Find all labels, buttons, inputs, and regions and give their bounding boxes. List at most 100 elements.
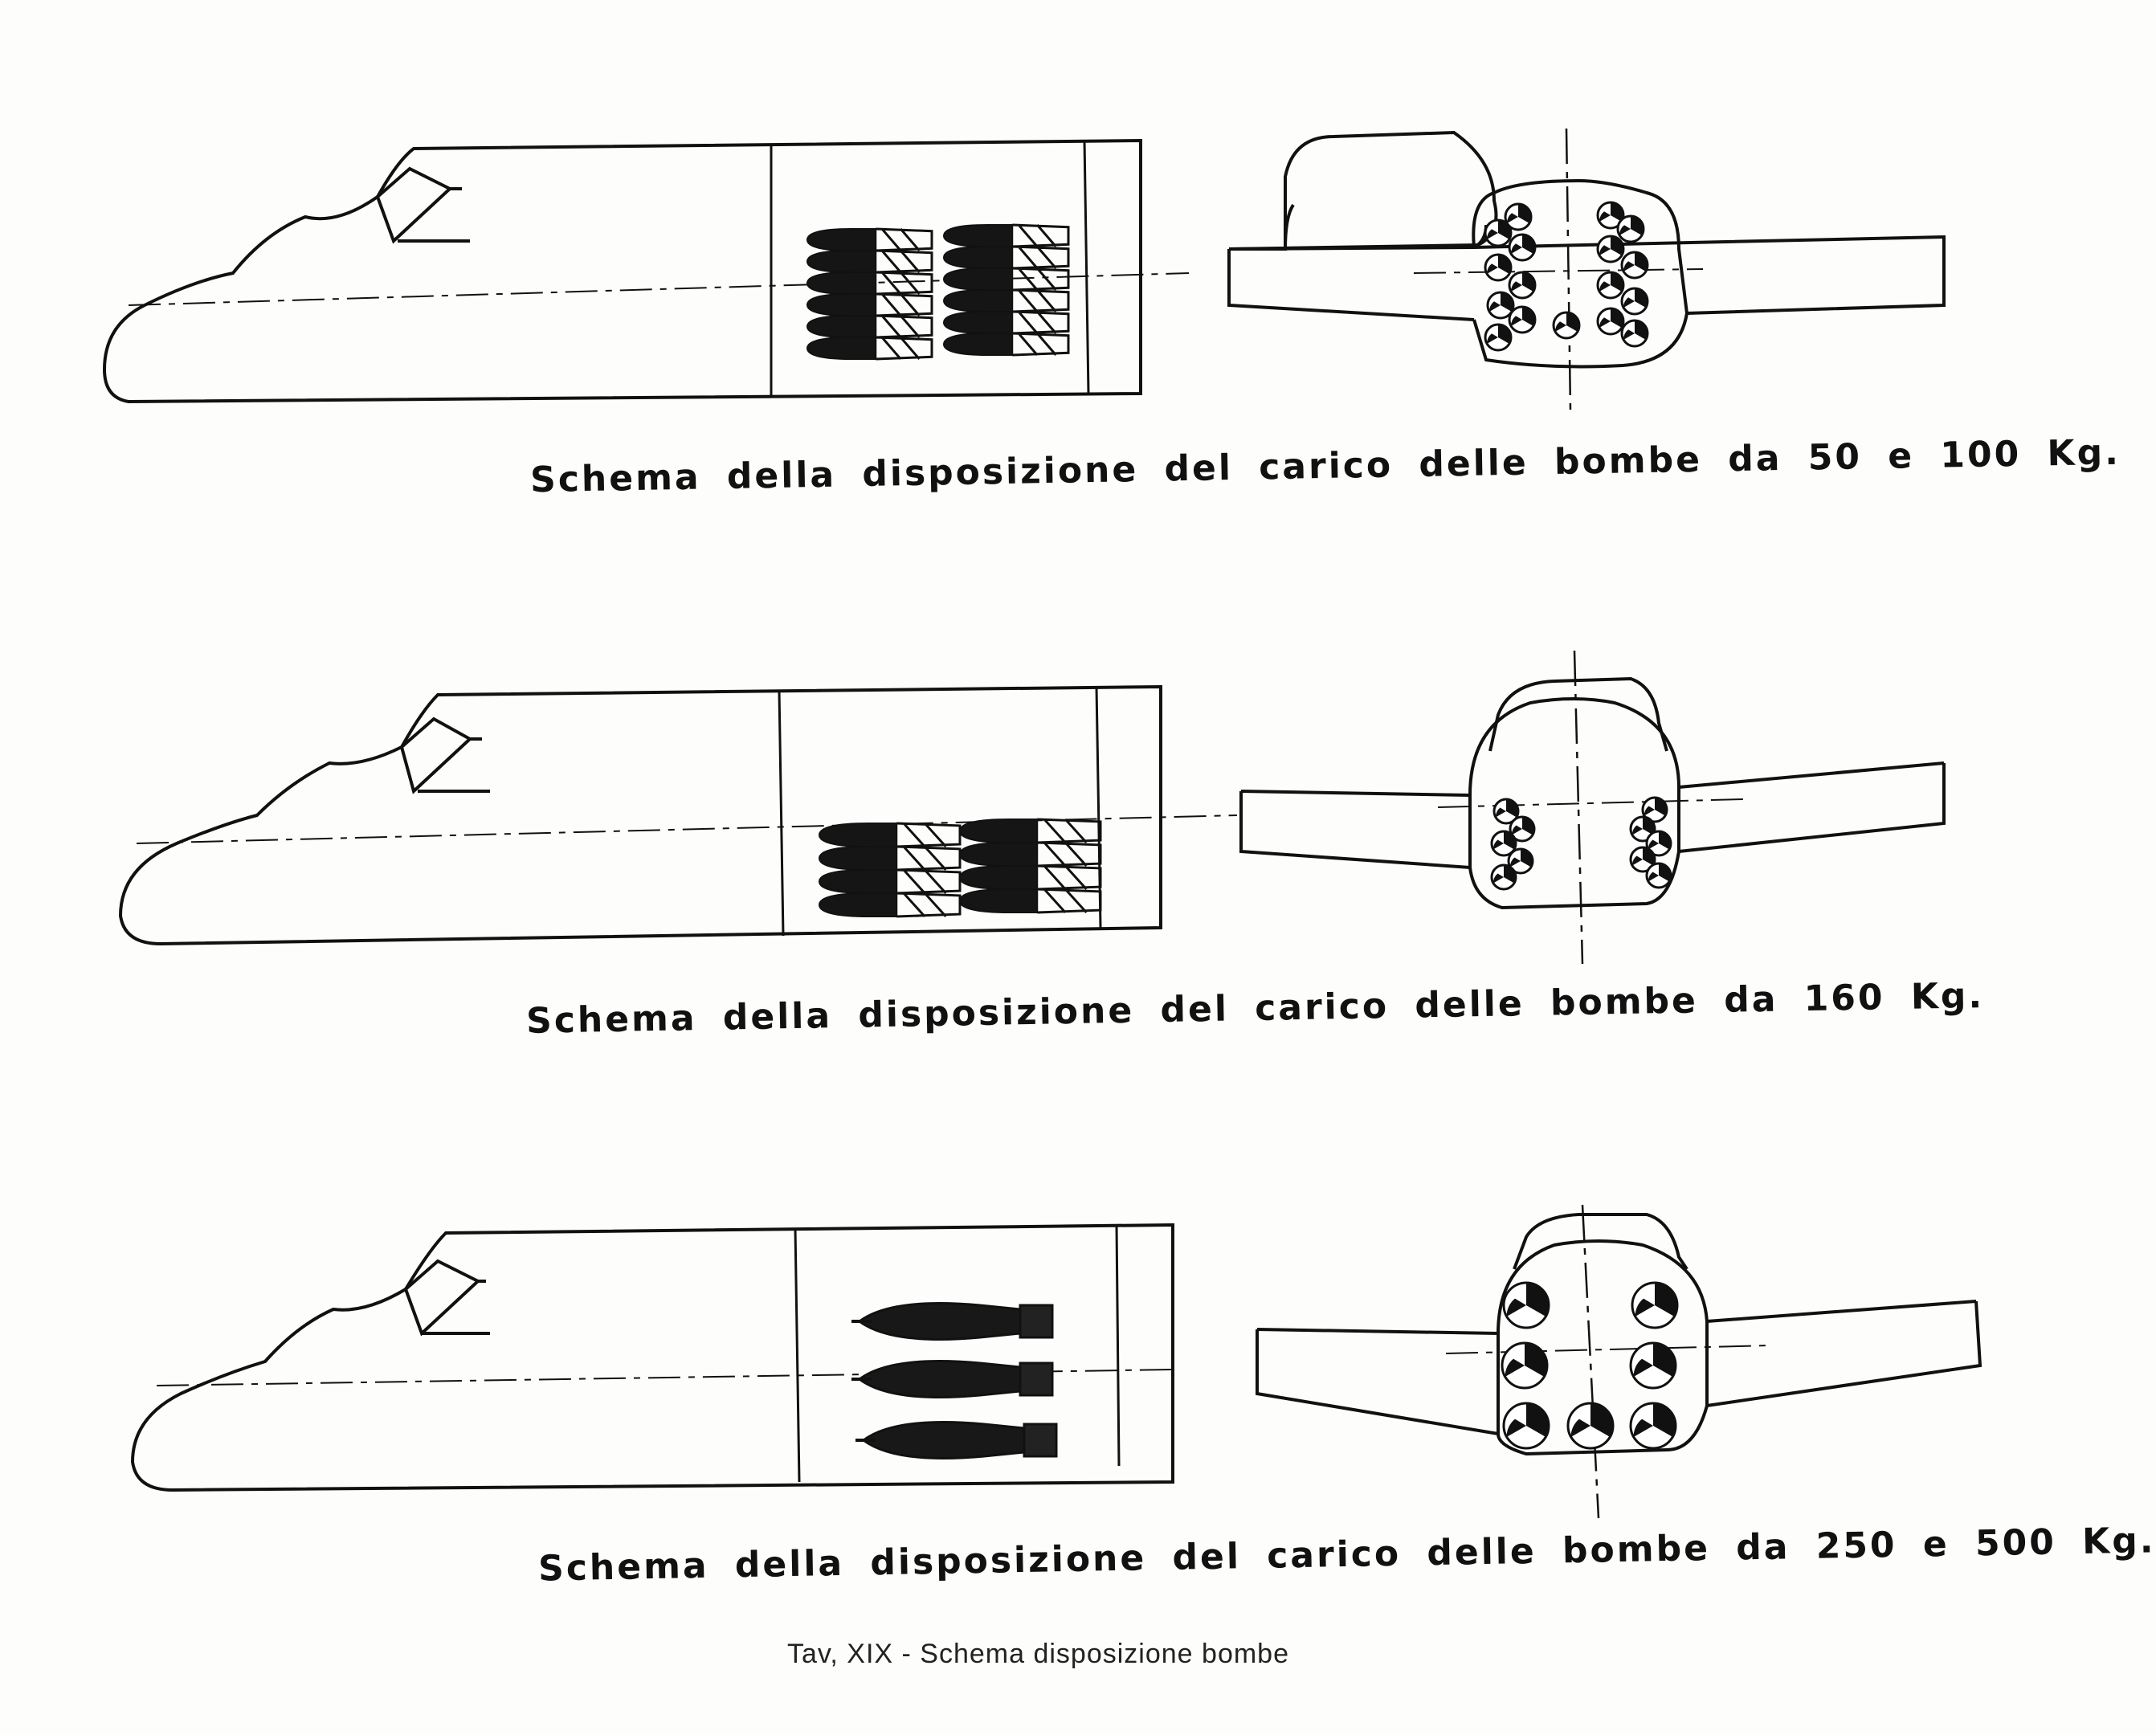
bomb-section-fill <box>1555 312 1580 332</box>
bomb-body <box>818 892 898 917</box>
bomb-body <box>942 289 1014 312</box>
bomb-tail <box>1019 1361 1054 1397</box>
bomb-section-fill <box>1599 308 1624 328</box>
bomb-section-fill <box>1599 235 1624 255</box>
schematic-250-500kg <box>130 1204 1982 1519</box>
bomb-stack-left <box>818 822 962 918</box>
bomb-section-fill <box>1623 251 1648 271</box>
bomb-section-fill <box>1633 1342 1676 1377</box>
bomb-fins <box>876 292 933 317</box>
bomb-section-fill <box>1570 1402 1614 1437</box>
bomb-section-fill <box>1511 271 1536 292</box>
bomb-body <box>806 271 877 295</box>
bomb-section-fill <box>1648 831 1672 850</box>
bomb-section-fill <box>1631 847 1656 866</box>
bomb-section-fill <box>1492 864 1517 884</box>
bomb-section-fill <box>1511 816 1535 835</box>
bomb-tail <box>1023 1423 1058 1458</box>
schematic-50-100kg <box>102 128 1946 410</box>
bomb-body <box>958 888 1039 913</box>
bomb-body <box>806 228 877 251</box>
fuselage-side-view <box>102 138 1190 404</box>
bomb-fins <box>1012 267 1070 292</box>
bomb-section-fill <box>1487 254 1512 274</box>
bomb-body <box>818 823 898 847</box>
bomb-stack-right <box>942 223 1070 357</box>
bomb-fins <box>896 868 962 895</box>
bomb-body <box>818 846 898 871</box>
bomb-body <box>806 250 877 273</box>
bomb-section-fill <box>1487 324 1512 344</box>
bomb-fins <box>1012 332 1070 357</box>
bomb-fins <box>1012 288 1070 313</box>
bomb-section-fill <box>1635 1282 1678 1317</box>
bomb-section-fill <box>1487 219 1512 239</box>
bomb-fins <box>896 892 962 918</box>
bomb-body <box>857 1360 1022 1398</box>
bomb-stack-right <box>958 818 1102 914</box>
bomb-fins <box>896 845 962 872</box>
bomb-section-fill <box>1599 271 1624 292</box>
bomb-body <box>818 869 898 894</box>
bomb-body <box>942 333 1014 356</box>
bomb-section-fill <box>1506 1402 1550 1437</box>
bomb-body <box>958 842 1039 867</box>
bomb-cross-sections <box>1484 201 1649 352</box>
plate-title: Tav, XIX - Schema disposizione bombe <box>787 1639 1289 1669</box>
bomb-section-fill <box>1631 816 1656 835</box>
bomb-fins <box>876 314 933 339</box>
bomb-cross-sections <box>1501 1281 1679 1450</box>
bomb-section-fill <box>1644 797 1668 816</box>
bomb-fins <box>876 336 933 361</box>
bomb-fins <box>876 249 933 274</box>
bomb-cross-sections <box>1490 796 1672 891</box>
fuselage-side-view <box>118 684 1238 946</box>
bomb-section-fill <box>1509 848 1533 868</box>
bomb-fins <box>1037 864 1102 891</box>
front-view <box>1239 650 1946 965</box>
bomb-section-fill <box>1492 831 1517 850</box>
bomb-tail <box>1019 1304 1054 1339</box>
bomb-section-fill <box>1489 292 1514 312</box>
bomb-section-fill <box>1511 306 1536 326</box>
bomb-fins <box>1037 841 1102 868</box>
bomb-body <box>942 311 1014 334</box>
bomb-body <box>806 337 877 360</box>
bomb-section-fill <box>1633 1402 1676 1437</box>
bomb-body <box>806 293 877 316</box>
diagram-50-100kg <box>0 104 2076 635</box>
bomb-body <box>806 315 877 338</box>
bomb-body <box>958 865 1039 890</box>
bomb-section-fill <box>1623 320 1648 340</box>
diagram-160kg <box>0 650 2076 1181</box>
bomb-stack-left <box>806 227 933 361</box>
bomb-body <box>942 246 1014 269</box>
bomb-body <box>942 224 1014 247</box>
bomb-section-fill <box>1505 1342 1548 1377</box>
bomb-section-fill <box>1495 798 1519 818</box>
bombs-side <box>851 1302 1058 1459</box>
bomb-section-fill <box>1507 203 1532 223</box>
bomb-body <box>861 1421 1026 1459</box>
bomb-fins <box>876 271 933 296</box>
bomb-fins <box>1037 818 1102 844</box>
bomb-fins <box>1012 245 1070 270</box>
bomb-section-fill <box>1599 202 1624 222</box>
bomb-section-fill <box>1619 215 1644 235</box>
bomb-section-fill <box>1506 1282 1550 1317</box>
bomb-fins <box>896 822 962 848</box>
bomb-fins <box>876 227 933 252</box>
bomb-body <box>958 819 1039 843</box>
front-view <box>1227 128 1946 410</box>
bomb-fins <box>1037 888 1102 914</box>
bomb-fins <box>1012 223 1070 248</box>
bomb-fins <box>1012 310 1070 335</box>
bomb-body <box>942 267 1014 291</box>
bomb-body <box>857 1302 1022 1341</box>
diagram-250-500kg <box>0 1204 2076 1735</box>
bomb-section-fill <box>1648 863 1672 882</box>
schematic-160kg <box>118 650 1946 965</box>
bomb-section-fill <box>1511 234 1536 254</box>
front-view <box>1256 1204 1982 1519</box>
bomb-section-fill <box>1623 288 1648 308</box>
